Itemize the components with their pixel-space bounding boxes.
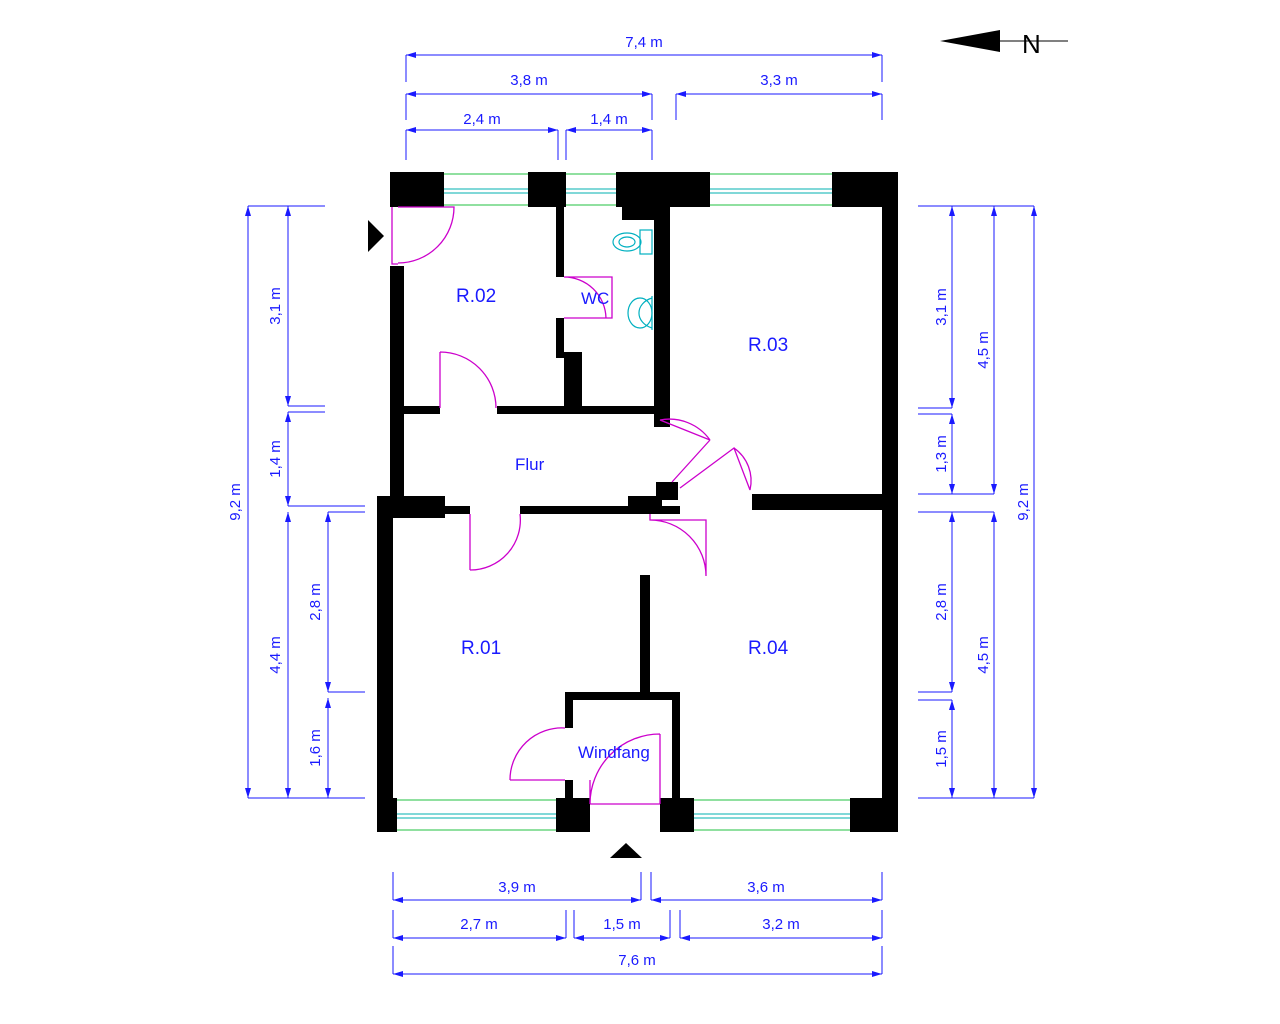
room-label-windfang: Windfang <box>578 743 650 762</box>
room-label-r03: R.03 <box>748 335 788 356</box>
dim-left-middle: 1,4 m <box>267 440 284 478</box>
dim-bottom-total: 7,6 m <box>618 952 656 969</box>
dimensions-top: 7,4 m 3,8 m 3,3 m 2,4 m 1,4 m <box>405 34 883 160</box>
windows <box>397 173 850 831</box>
dimensions-bottom: 3,9 m 3,6 m 2,7 m 1,5 m 3,2 m 7,6 m <box>392 872 883 977</box>
dim-left-sub1: 2,8 m <box>307 583 324 621</box>
dim-right-total: 9,2 m <box>1015 483 1032 521</box>
wc-basin-icon <box>612 232 642 252</box>
dim-bottom-left: 3,9 m <box>498 879 536 896</box>
dim-bottom-right: 3,6 m <box>747 879 785 896</box>
room-labels: R.02 WC R.03 Flur R.01 R.04 Windfang <box>456 286 789 762</box>
dim-right-lower2: 1,5 m <box>933 730 950 768</box>
room-label-wc: WC <box>581 289 609 308</box>
dim-bottom-sub1: 2,7 m <box>460 916 498 933</box>
entrance-marker-left-icon <box>368 220 384 252</box>
dim-left-upper: 3,1 m <box>267 287 284 325</box>
dim-top-sub1: 2,4 m <box>463 111 501 128</box>
walls <box>377 172 898 832</box>
dim-top-left: 3,8 m <box>510 72 548 89</box>
room-label-r02: R.02 <box>456 286 496 307</box>
wc-fixtures <box>612 229 653 330</box>
north-arrow: N <box>940 29 1068 59</box>
dim-right-lower1: 2,8 m <box>933 583 950 621</box>
room-label-r04: R.04 <box>748 638 789 659</box>
dimensions-left: 9,2 m 3,1 m 1,4 m 4,4 m 2,8 m 1,6 m <box>227 205 365 799</box>
room-label-r01: R.01 <box>461 638 501 659</box>
dim-right-upper: 3,1 m <box>933 288 950 326</box>
dim-top-total: 7,4 m <box>625 34 663 51</box>
dim-left-lower: 4,4 m <box>267 636 284 674</box>
dim-right-middle: 1,3 m <box>933 435 950 473</box>
room-label-flur: Flur <box>515 455 545 474</box>
doors <box>391 206 752 805</box>
dim-right-sum1: 4,5 m <box>975 331 992 369</box>
wall-hung-toilet-tank-icon <box>639 229 653 255</box>
dim-top-sub2: 1,4 m <box>590 111 628 128</box>
dim-left-sub2: 1,6 m <box>307 729 324 767</box>
dim-left-total: 9,2 m <box>227 483 244 521</box>
toilet-icon <box>638 296 653 330</box>
dim-top-right: 3,3 m <box>760 72 798 89</box>
dim-right-sum2: 4,5 m <box>975 636 992 674</box>
entrance-marker-bottom-icon <box>610 843 642 858</box>
dim-bottom-sub2: 1,5 m <box>603 916 641 933</box>
dimensions-right: 3,1 m 1,3 m 4,5 m 2,8 m 1,5 m 4,5 m 9,2 … <box>918 205 1037 799</box>
dim-bottom-sub3: 3,2 m <box>762 916 800 933</box>
north-label: N <box>1022 29 1041 59</box>
